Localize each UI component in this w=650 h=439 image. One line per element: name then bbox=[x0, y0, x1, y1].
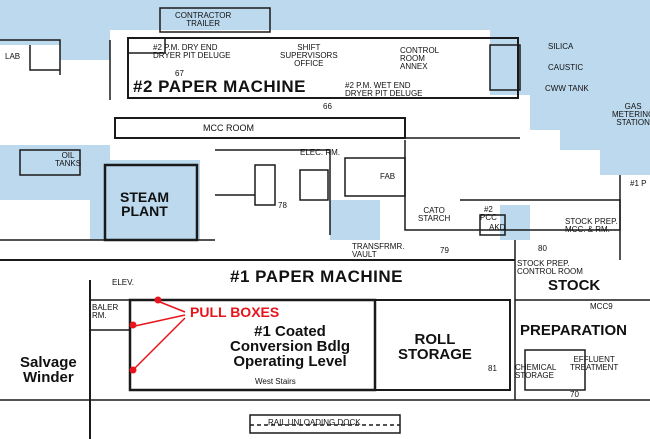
transformer-vault-label: TRANSFRMR.VAULT bbox=[352, 242, 405, 259]
pm1-fragment-label: #1 P bbox=[630, 179, 647, 188]
stock-prep-control-label: STOCK PREP.CONTROL ROOM bbox=[517, 259, 583, 276]
pm1-title: #1 PAPER MACHINE bbox=[230, 267, 403, 286]
mcc9-label: MCC9 bbox=[590, 302, 613, 311]
cww-tank-label: CWW TANK bbox=[545, 84, 589, 93]
lab-label: LAB bbox=[5, 52, 21, 61]
walls bbox=[0, 7, 650, 439]
room-number-78: 78 bbox=[278, 201, 287, 210]
pull-boxes-label: PULL BOXES bbox=[190, 304, 280, 320]
pm2-title: #2 PAPER MACHINE bbox=[133, 77, 306, 96]
akd-label: AKD bbox=[489, 223, 506, 232]
west-stairs-label: West Stairs bbox=[255, 377, 296, 386]
pull-box-markers bbox=[129, 296, 186, 374]
room-number-80: 80 bbox=[538, 244, 547, 253]
rail-dock-label: RAIL UNLOADING DOCK bbox=[268, 418, 361, 427]
caustic-label: CAUSTIC bbox=[548, 63, 584, 72]
elev-label: ELEV. bbox=[112, 278, 134, 287]
preparation-label: PREPARATION bbox=[520, 322, 627, 339]
gas-metering-label: GASMETERINGSTATION bbox=[612, 102, 650, 127]
stock-label: STOCK bbox=[548, 277, 601, 294]
room-number-81: 81 bbox=[488, 364, 497, 373]
silica-label: SILICA bbox=[548, 42, 574, 51]
mcc-room-label: MCC ROOM bbox=[203, 123, 254, 133]
water-zones bbox=[0, 0, 650, 240]
stock-prep-mcc-label: STOCK PREP.MCC. & RM. bbox=[565, 217, 618, 234]
room-number-66: 66 bbox=[323, 102, 332, 111]
room-number-67: 67 bbox=[175, 69, 184, 78]
elec-rm-label: ELEC. RM. bbox=[300, 148, 341, 157]
fab-label: FAB bbox=[380, 172, 396, 181]
room-number-70: 70 bbox=[570, 390, 579, 399]
room-number-79: 79 bbox=[440, 246, 449, 255]
